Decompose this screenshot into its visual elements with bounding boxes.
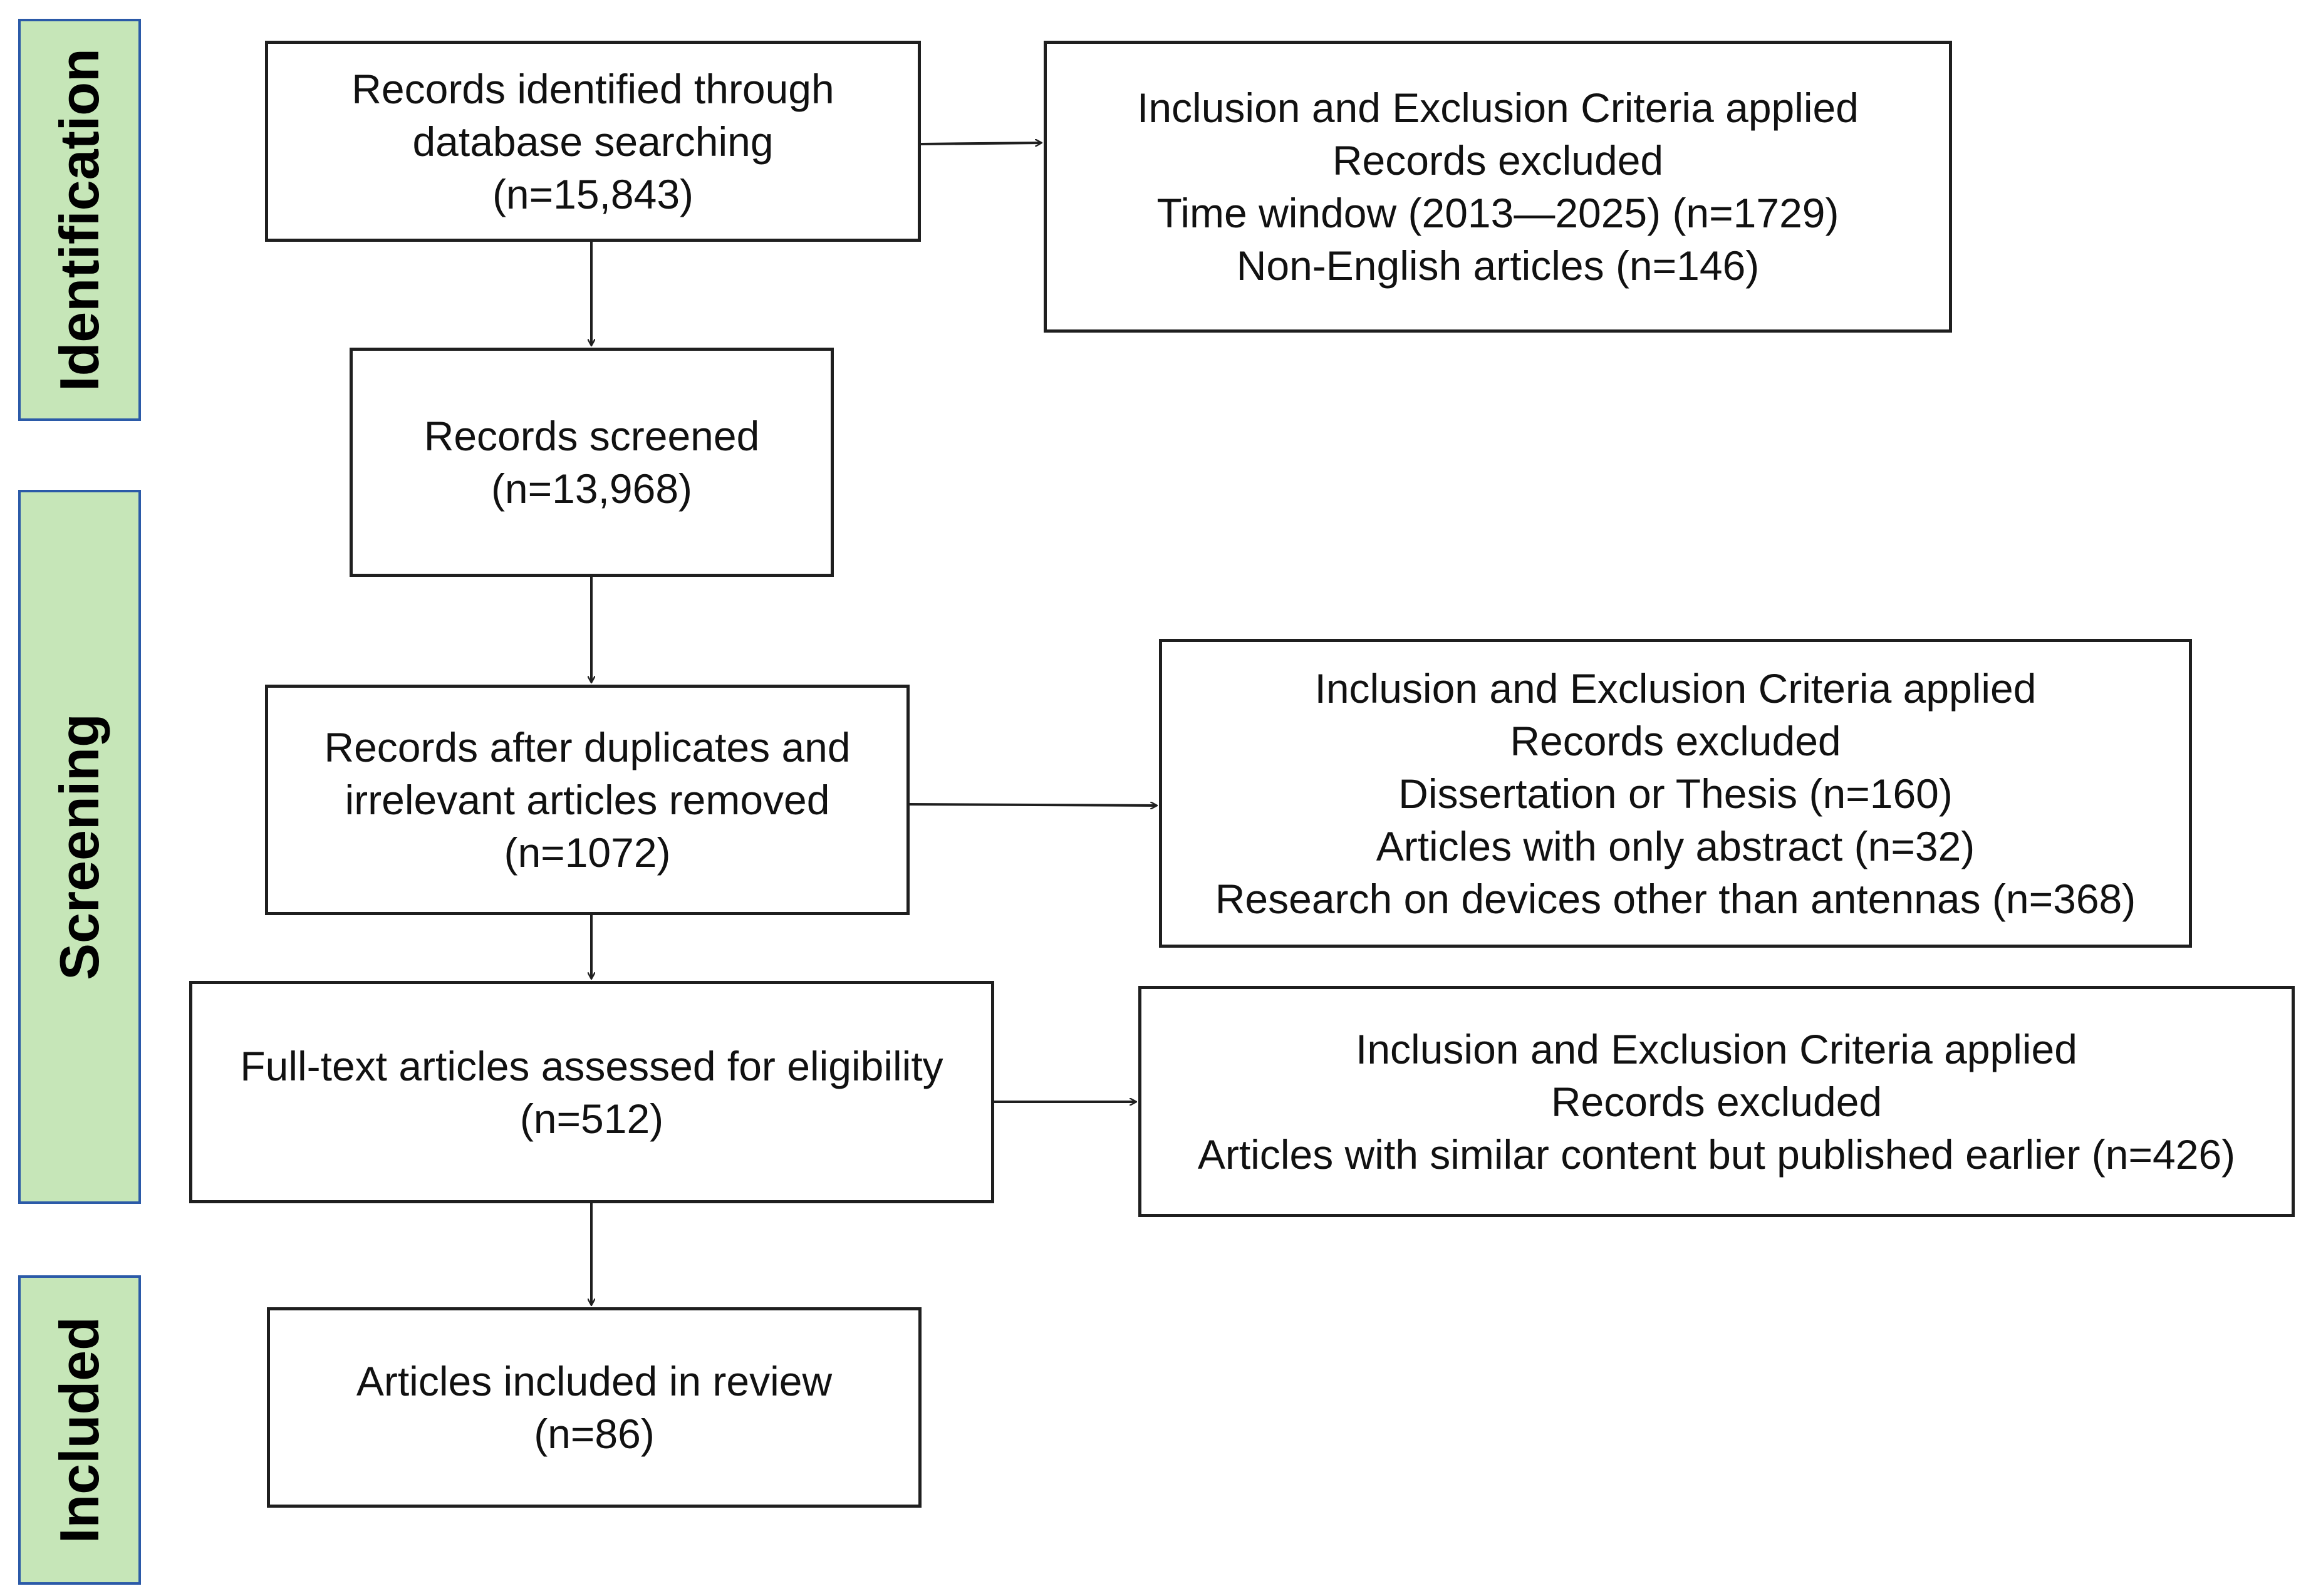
box-excluded-1: Inclusion and Exclusion Criteria applied… xyxy=(1044,41,1952,333)
box-line: Records excluded xyxy=(1510,717,1841,764)
box-included-in-review: Articles included in review (n=86) xyxy=(267,1307,922,1508)
box-line: Articles with only abstract (n=32) xyxy=(1376,822,1975,869)
box-excluded-2: Inclusion and Exclusion Criteria applied… xyxy=(1159,639,2192,948)
box-line: irrelevant articles removed xyxy=(345,777,830,823)
box-full-text-assessed: Full-text articles assessed for eligibil… xyxy=(189,981,994,1203)
box-line: database searching xyxy=(412,118,774,165)
box-line: Inclusion and Exclusion Criteria applied xyxy=(1137,85,1859,131)
box-line: Non-English articles (n=146) xyxy=(1236,242,1760,289)
box-excluded-3: Inclusion and Exclusion Criteria applied… xyxy=(1138,986,2295,1217)
box-records-identified: Records identified through database sear… xyxy=(265,41,921,242)
box-line: Dissertation or Thesis (n=160) xyxy=(1398,770,1953,817)
box-after-duplicates: Records after duplicates and irrelevant … xyxy=(265,685,910,915)
phase-screening: Screening xyxy=(18,490,141,1204)
phase-included: Included xyxy=(18,1275,141,1585)
box-records-screened: Records screened (n=13,968) xyxy=(350,348,834,577)
box-line: Inclusion and Exclusion Criteria applied xyxy=(1314,665,2037,712)
arrow-identified-to-excluded-1 xyxy=(920,143,1041,144)
box-line: (n=86) xyxy=(534,1411,655,1457)
box-line: Records excluded xyxy=(1550,1078,1883,1125)
box-line: Full-text articles assessed for eligibil… xyxy=(240,1042,943,1089)
box-line: (n=1072) xyxy=(504,829,671,876)
box-line: (n=15,843) xyxy=(492,170,694,217)
box-line: Records screened xyxy=(423,413,760,459)
box-line: Articles included in review xyxy=(356,1358,833,1404)
box-line: Articles with similar content but publis… xyxy=(1197,1131,2236,1178)
box-line: Records identified through xyxy=(351,65,834,112)
box-line: Research on devices other than antennas … xyxy=(1215,875,2136,922)
box-line: Time window (2013—2025) (n=1729) xyxy=(1156,190,1839,236)
phase-identification: Identification xyxy=(18,19,141,421)
box-line: (n=512) xyxy=(519,1095,664,1142)
arrow-duplicates-to-excluded-2 xyxy=(909,804,1156,806)
box-line: Inclusion and Exclusion Criteria applied xyxy=(1356,1025,2077,1072)
box-line: (n=13,968) xyxy=(491,465,693,512)
box-line: Records excluded xyxy=(1332,137,1664,184)
box-line: Records after duplicates and xyxy=(324,724,851,770)
